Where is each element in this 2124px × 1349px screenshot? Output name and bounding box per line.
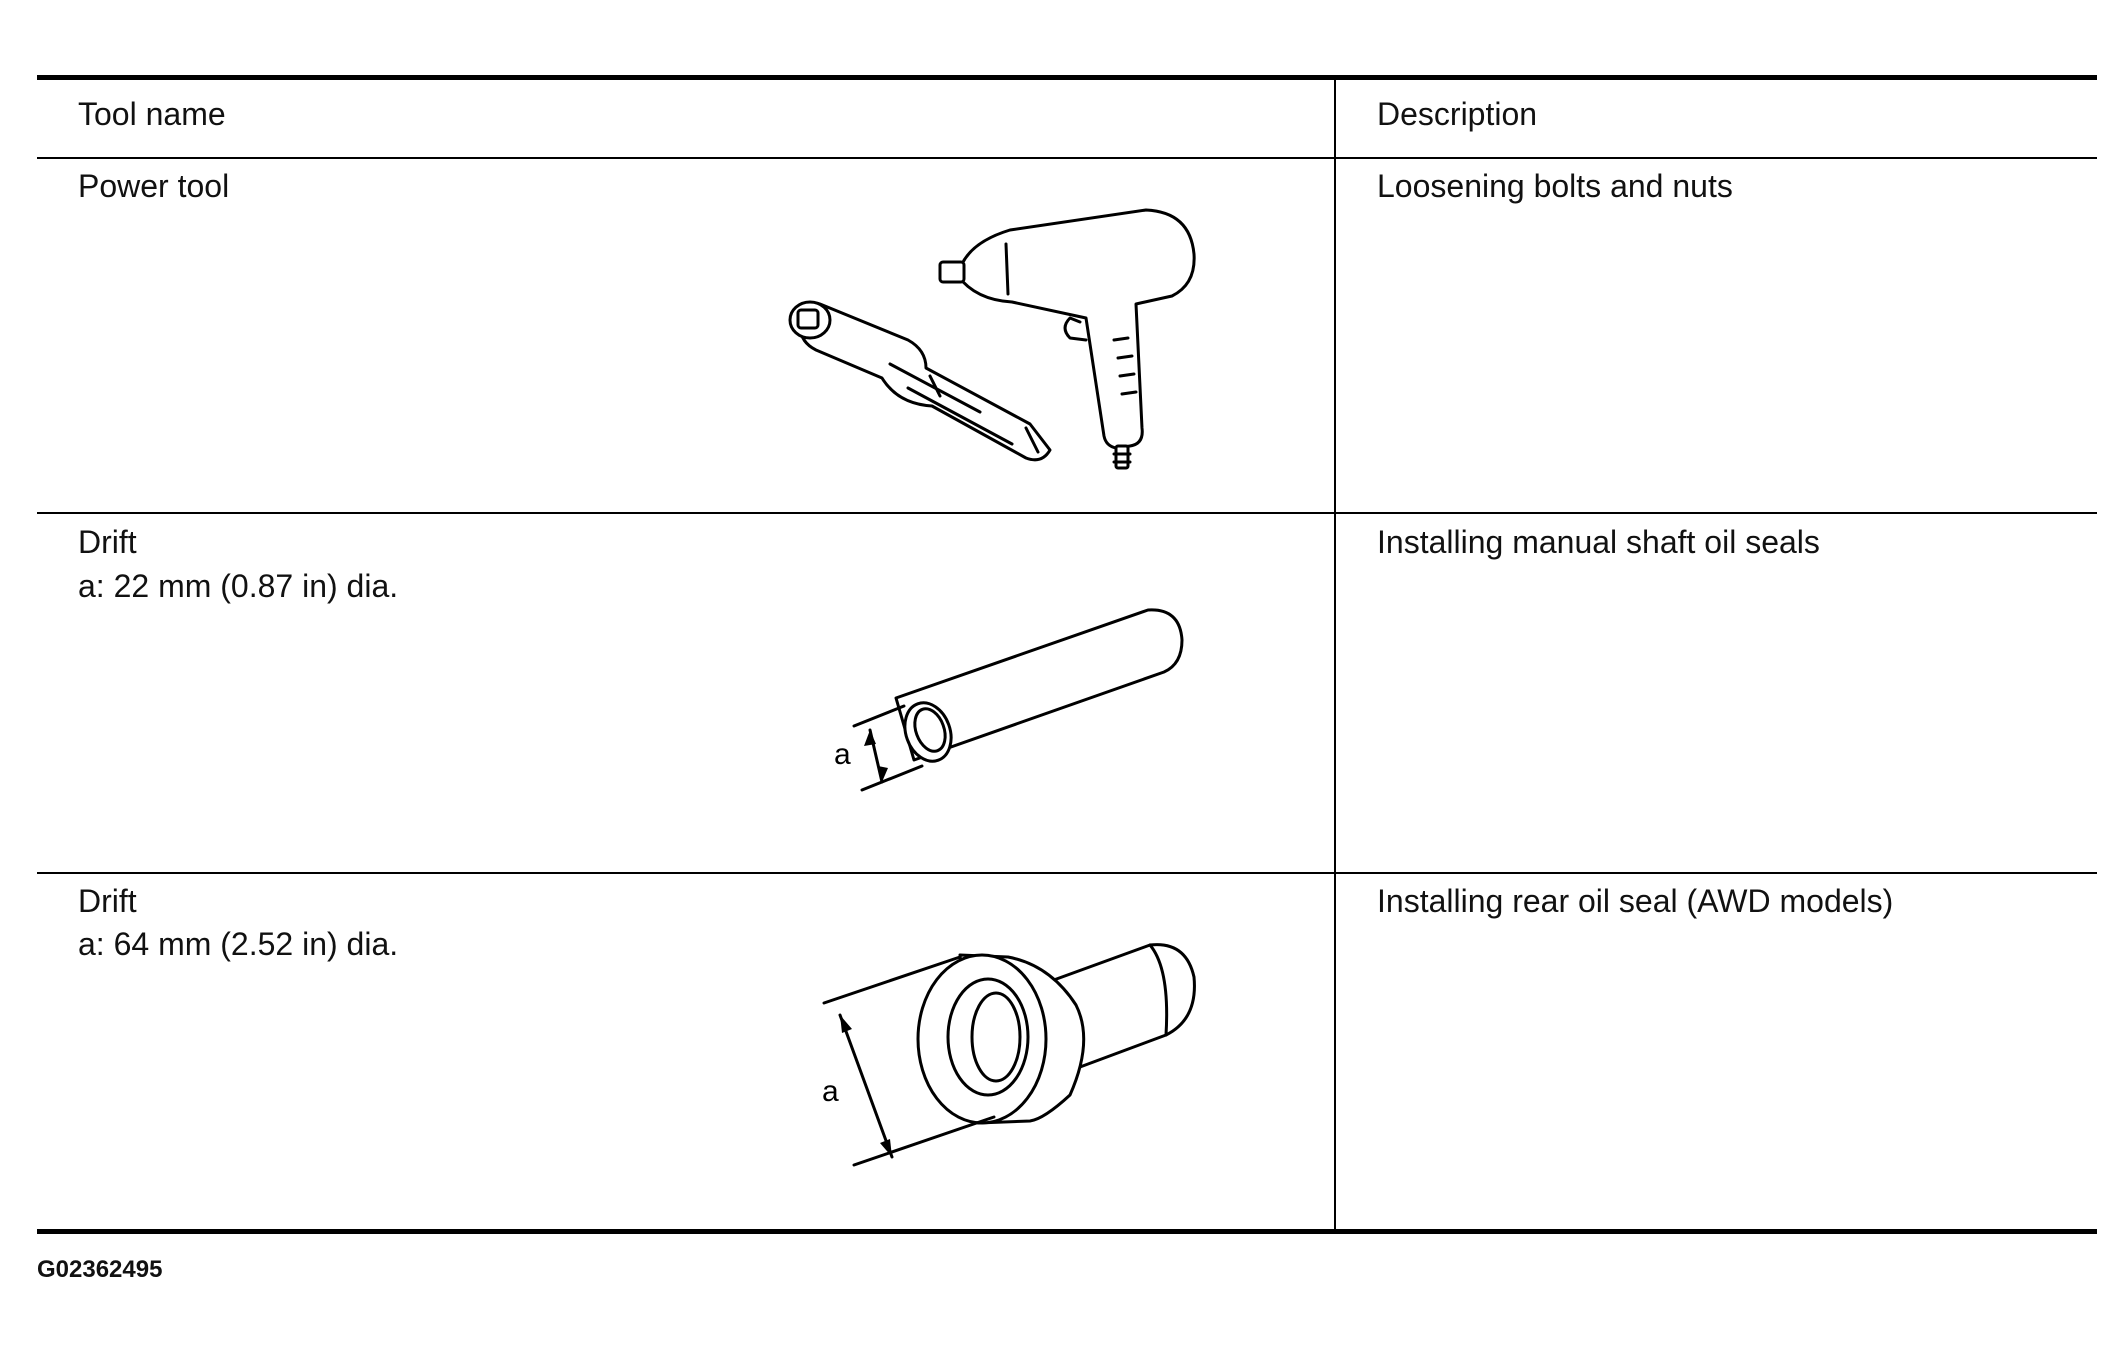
dimension-label-a: a [834, 738, 851, 771]
row-2-dimension: a: 22 mm (0.87 in) dia. [78, 568, 399, 604]
row-2-tool-name: Drift [78, 524, 137, 560]
row-3-tool-name: Drift [78, 883, 137, 919]
row-divider-1 [37, 512, 2097, 514]
header-tool-name: Tool name [78, 96, 226, 132]
dimension-marker: a [834, 704, 924, 792]
table-top-rule [37, 75, 2097, 80]
row-1-description: Loosening bolts and nuts [1377, 168, 1733, 204]
row-divider-2 [37, 872, 2097, 874]
drift-22mm-illustration: a [834, 608, 1184, 792]
table-bottom-rule [37, 1229, 2097, 1234]
impact-wrench-icon [938, 208, 1196, 470]
row-3-description: Installing rear oil seal (AWD models) [1377, 883, 1894, 919]
row-1-tool-name: Power tool [78, 168, 230, 204]
dimension-marker: a [822, 955, 996, 1167]
column-separator [1334, 78, 1336, 1231]
tube-drift-icon [894, 608, 1184, 763]
figure-id: G02362495 [37, 1256, 163, 1283]
stepped-drift-icon [916, 943, 1196, 1125]
drift-64mm-illustration: a [822, 943, 1196, 1167]
header-description: Description [1377, 96, 1538, 132]
row-3-dimension: a: 64 mm (2.52 in) dia. [78, 926, 399, 962]
dimension-label-a: a [822, 1075, 839, 1108]
air-ratchet-icon [788, 300, 1052, 462]
row-2-description: Installing manual shaft oil seals [1377, 524, 1820, 560]
header-rule [37, 157, 2097, 159]
power-tool-illustration [788, 208, 1196, 470]
